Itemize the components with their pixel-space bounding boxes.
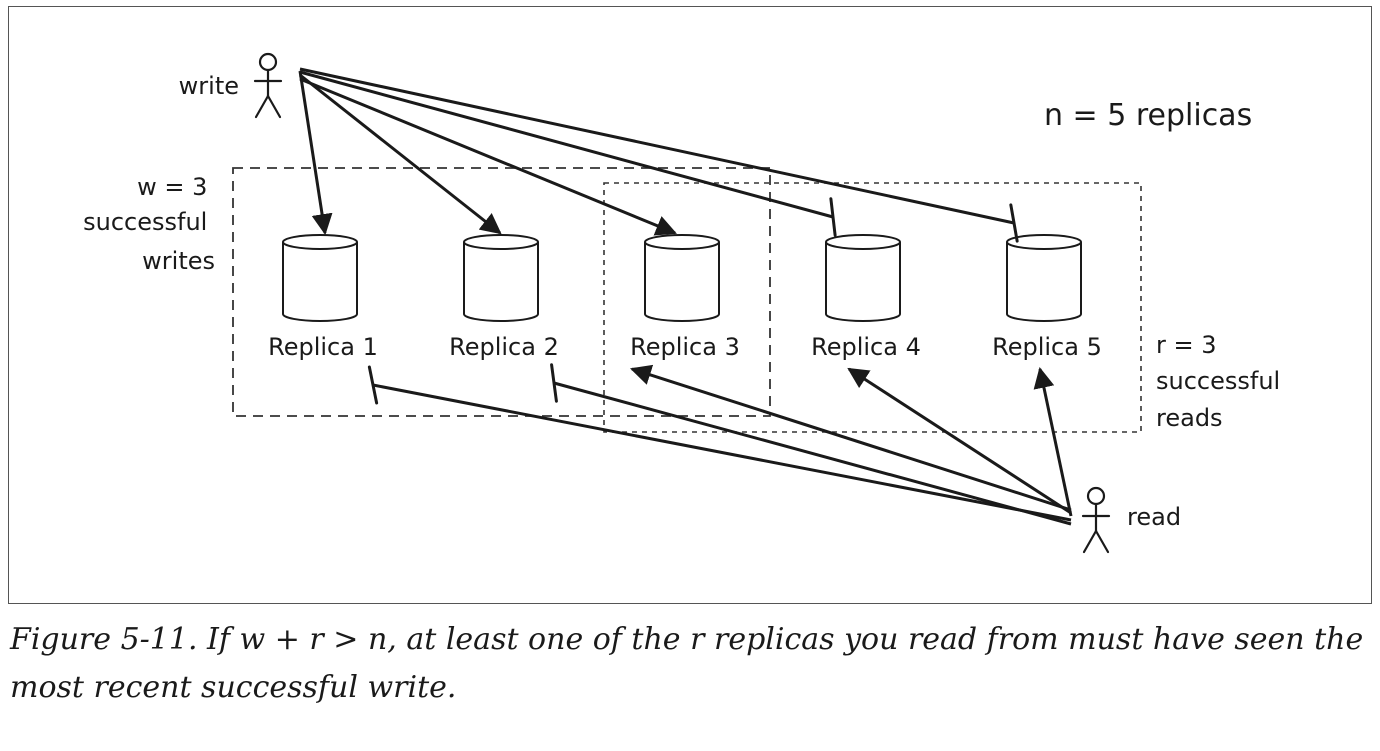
read-quorum-line-3: reads xyxy=(1156,404,1223,432)
replica-3-cylinder-body xyxy=(644,242,720,322)
replica-1-cylinder-top xyxy=(282,234,358,250)
figure-caption: Figure 5-11. If w + r > n, at least one … xyxy=(10,622,1364,705)
replicas-group: Replica 1 Replica 2 Replica 3 Replica 4 Repl… xyxy=(268,234,1102,361)
write-quorum-label: w = 3 successful writes xyxy=(83,173,215,275)
figure-frame: n = 5 replicas w = 3 successful writes r… xyxy=(8,6,1372,604)
read-quorum-line-2: successful xyxy=(1156,367,1280,395)
write-quorum-line-3: writes xyxy=(142,247,215,275)
replica-5-label: Replica 5 xyxy=(992,333,1102,361)
writer-person-icon xyxy=(253,52,283,119)
replica-1-database-icon xyxy=(282,234,358,322)
read-failure-mark-replica-2 xyxy=(550,363,558,403)
write-quorum-box xyxy=(232,167,771,417)
replica-2-label: Replica 2 xyxy=(449,333,559,361)
replica-5-cylinder-body xyxy=(1006,242,1082,322)
reader-label: read xyxy=(1127,503,1181,531)
read-request-replica-5 xyxy=(1033,366,1073,517)
read-failure-mark-replica-1 xyxy=(367,365,379,405)
write-failure-mark-replica-4 xyxy=(829,197,837,237)
reader-person-icon xyxy=(1081,486,1111,554)
replica-1-label: Replica 1 xyxy=(268,333,378,361)
write-request-replica-2 xyxy=(299,73,502,235)
read-request-replica-2 xyxy=(553,381,1072,526)
write-failure-mark-replica-5 xyxy=(1009,203,1019,243)
replica-4-database-icon xyxy=(825,234,901,322)
read-request-replica-3 xyxy=(630,364,1072,512)
writer-label: write xyxy=(179,72,239,100)
read-request-replica-4 xyxy=(847,367,1072,515)
replica-4-cylinder-top xyxy=(825,234,901,250)
replica-3-label: Replica 3 xyxy=(630,333,740,361)
replica-5-database-icon xyxy=(1006,234,1082,322)
read-quorum-line-1: r = 3 xyxy=(1156,331,1217,359)
quorum-diagram: n = 5 replicas w = 3 successful writes r… xyxy=(83,52,1288,554)
replica-5-cylinder-top xyxy=(1006,234,1082,250)
replica-1-cylinder-body xyxy=(282,242,358,322)
read-requests-group xyxy=(367,363,1073,526)
replica-3-database-icon xyxy=(644,234,720,322)
write-quorum-line-1: w = 3 xyxy=(137,173,207,201)
write-request-replica-4 xyxy=(299,70,834,219)
read-request-replica-1 xyxy=(372,383,1072,522)
write-quorum-line-2: successful xyxy=(83,208,207,236)
write-request-replica-1 xyxy=(298,70,333,236)
replica-2-cylinder-top xyxy=(463,234,539,250)
replica-count-label: n = 5 replicas xyxy=(1044,98,1252,133)
replica-4-cylinder-body xyxy=(825,242,901,322)
write-request-replica-5 xyxy=(299,67,1015,225)
read-quorum-box xyxy=(603,182,1142,433)
replica-3-cylinder-top xyxy=(644,234,720,250)
replica-2-database-icon xyxy=(463,234,539,322)
replica-4-label: Replica 4 xyxy=(811,333,921,361)
write-requests-group xyxy=(298,67,1019,243)
read-quorum-label: r = 3 successful reads xyxy=(1156,331,1288,432)
write-request-replica-3 xyxy=(299,77,677,236)
replica-2-cylinder-body xyxy=(463,242,539,322)
